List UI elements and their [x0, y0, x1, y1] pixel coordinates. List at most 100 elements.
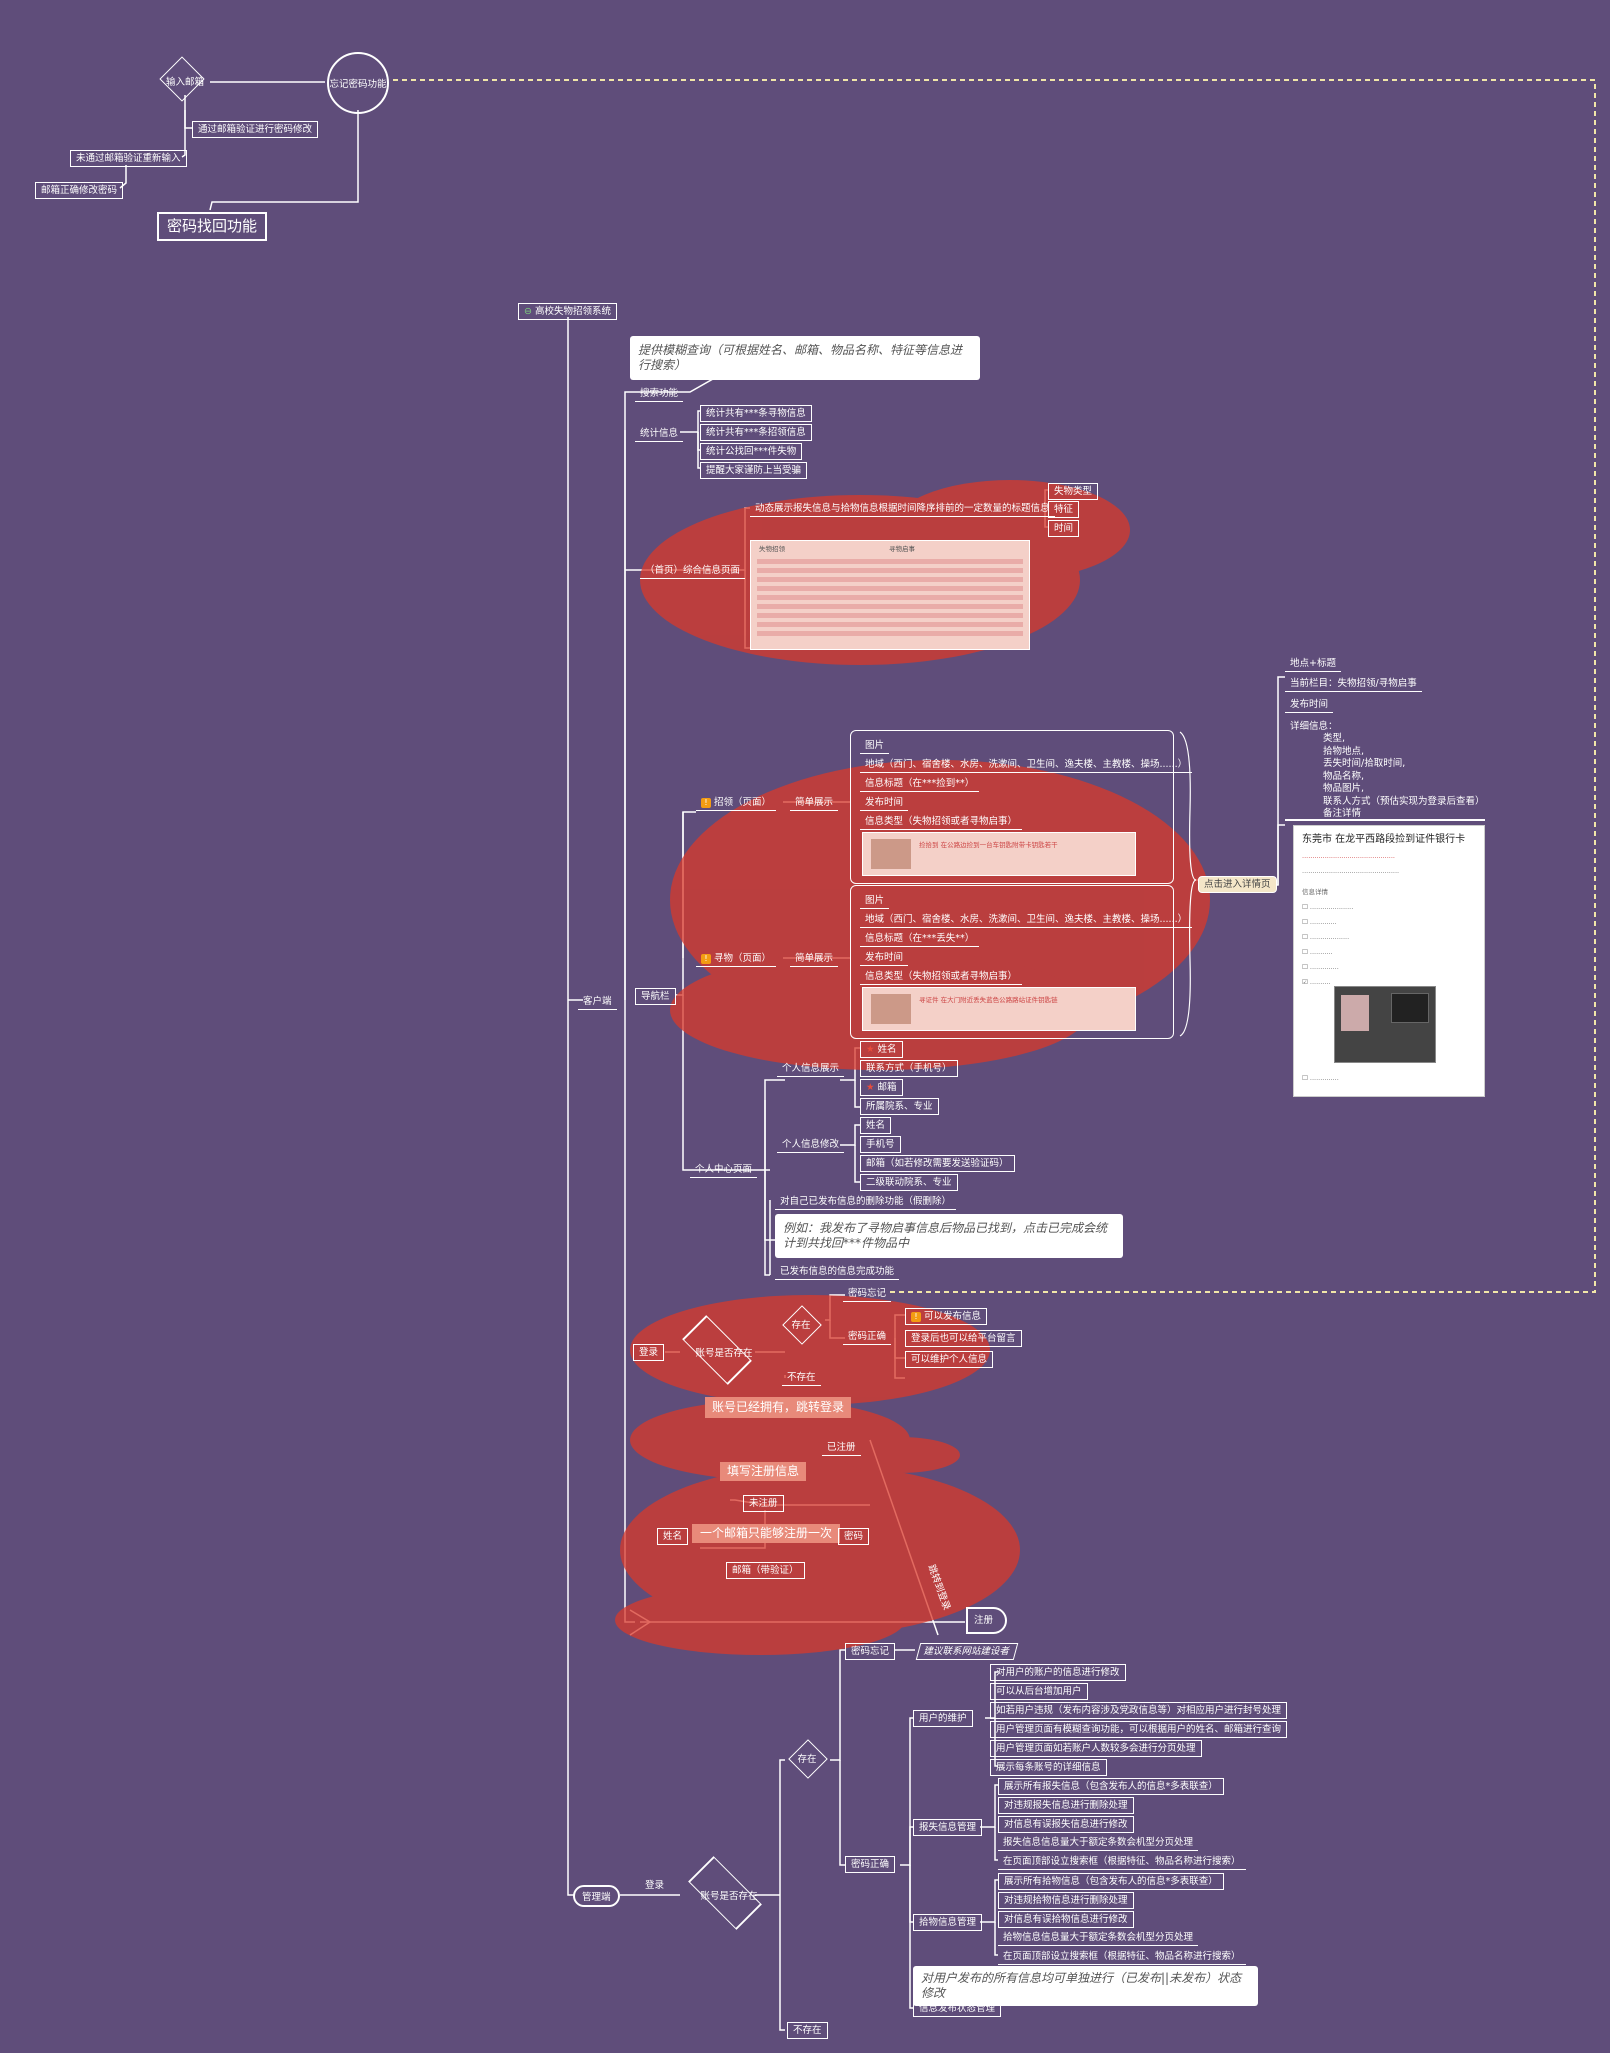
preview-col-right: 寻物启事: [889, 545, 915, 553]
xunwu-row-time: 发布时间: [860, 950, 909, 966]
detail-screenshot: 东莞市 在龙平西路段捡到证件银行卡 ......................…: [1293, 825, 1485, 1097]
reg-password: 密码: [838, 1528, 870, 1545]
show-email-label: 邮箱: [877, 1082, 897, 1093]
edit-name: 姓名: [860, 1117, 892, 1134]
stats-item-4: 提醒大家谨防上当受骗: [700, 462, 808, 479]
xunwu-row-type: 信息类型（失物招领或者寻物启事）: [860, 969, 1023, 985]
admin-exists-label: 存在: [797, 1754, 817, 1765]
show-name-label: 姓名: [877, 1044, 897, 1055]
zhaoling-thumb: 捡拾到 在公路边捡到一台车钥匙附带卡钥匙若干: [862, 832, 1136, 876]
xunwu-page: !寻物（页面）: [696, 951, 777, 967]
tag-item-type: 失物类型: [1048, 483, 1099, 500]
personal-center: 个人中心页面: [690, 1162, 758, 1178]
zhaoling-group: [850, 730, 1174, 884]
admin-suggest: 建议联系网站建设者: [915, 1643, 1018, 1660]
show-contact: 联系方式（手机号）: [860, 1060, 958, 1077]
zhaoling-thumb-title: 捡拾到 在公路边捡到一台车钥匙附带卡钥匙若干: [919, 841, 1058, 849]
already-have-account: 账号已经拥有，跳转登录: [705, 1397, 852, 1418]
exists-label: 存在: [791, 1320, 811, 1331]
found-mgmt-node: 拾物信息管理: [913, 1914, 983, 1931]
zhaoling-row-image: 图片: [860, 738, 890, 754]
detail-field-title: 地点+标题: [1285, 656, 1341, 672]
lost-item-1: 展示所有报失信息（包含发布人的信息*多表联查）: [998, 1778, 1224, 1795]
admin-account-label: 账号是否存在: [700, 1891, 758, 1902]
verify-modify-node: 通过邮箱验证进行密码修改: [192, 121, 319, 138]
homepage-node: （首页）综合信息页面: [640, 563, 746, 579]
root-node: ⊖高校失物招领系统: [518, 303, 617, 320]
reg-email-verify: 邮箱（带验证）: [726, 1562, 805, 1579]
status-mgmt-node: 信息发布状态管理: [913, 2000, 1002, 2017]
search-callout: 提供模糊查询（可根据姓名、邮箱、物品名称、特征等信息进行搜索）: [630, 336, 980, 380]
not-exists-node: 不存在: [782, 1370, 821, 1386]
star-icon: ★: [866, 1082, 875, 1093]
xunwu-row-title: 信息标题（在***丢失**）: [860, 931, 980, 947]
unregistered-node: 未注册: [743, 1495, 784, 1512]
user-maint-node: 用户的维护: [913, 1710, 973, 1727]
stats-item-3: 统计公找回***件失物: [700, 443, 803, 460]
reg-name: 姓名: [657, 1528, 689, 1545]
admin-pw-ok: 密码正确: [845, 1856, 896, 1873]
pw-ok-node: 密码正确: [843, 1329, 892, 1345]
forgot-pw-node: 密码忘记: [843, 1286, 892, 1302]
complete-callout: 例如：我发布了寻物启事信息后物品已找到，点击已完成会统计到共找回***件物品中: [775, 1214, 1123, 1258]
stats-info: 统计信息: [635, 426, 684, 442]
thumb-image: [871, 994, 911, 1024]
detail-info-label: 详细信息：: [1290, 721, 1338, 732]
edit-email: 邮箱（如若修改需要发送验证码）: [860, 1155, 1015, 1172]
edit-phone: 手机号: [860, 1136, 901, 1153]
email-ok-node: 邮箱正确修改密码: [35, 182, 124, 199]
detail-photo: [1334, 986, 1436, 1063]
admin-login: 登录: [645, 1880, 665, 1891]
preview-col-left: 失物招领: [759, 545, 785, 553]
show-name: ★姓名: [860, 1041, 903, 1058]
zhaoling-simple: 简单展示: [790, 795, 839, 811]
xunwu-page-label: 寻物（页面）: [714, 953, 772, 964]
flag-icon: !: [701, 798, 711, 808]
found-item-1: 展示所有拾物信息（包含发布人的信息*多表联查）: [998, 1873, 1224, 1890]
xunwu-thumb-title: 寻证件 在大门附近丢失蓝色公路路站证件钥匙链: [919, 996, 1058, 1004]
can-maintain: 可以维护个人信息: [905, 1351, 994, 1368]
show-email: ★邮箱: [860, 1079, 903, 1096]
can-comment: 登录后也可以给平台留言: [905, 1330, 1022, 1347]
found-item-4: 拾物信息信息量大于额定条数会机型分页处理: [998, 1930, 1199, 1946]
xunwu-thumb: 寻证件 在大门附近丢失蓝色公路路站证件钥匙链: [862, 987, 1136, 1031]
zhaoling-row-title: 信息标题（在***捡到**）: [860, 776, 980, 792]
found-item-2: 对违规拾物信息进行删除处理: [998, 1892, 1134, 1909]
lost-item-4: 报失信息信息量大于额定条数会机型分页处理: [998, 1835, 1199, 1851]
admin-forgot: 密码忘记: [845, 1643, 896, 1660]
login-node: 登录: [633, 1344, 665, 1361]
lost-item-3: 对信息有误报失信息进行修改: [998, 1816, 1134, 1833]
homepage-desc: 动态展示报失信息与拾物信息根据时间降序排前的一定数量的标题信息: [750, 501, 1055, 517]
personal-show: 个人信息展示: [777, 1061, 845, 1077]
collapse-icon: ⊖: [524, 306, 532, 317]
user-item-2: 可以从后台增加用户: [990, 1683, 1088, 1700]
zhaoling-row-region: 地域（西门、宿舍楼、水房、洗漱间、卫生间、逸夫楼、主教楼、操场......）: [860, 757, 1193, 773]
lost-mgmt-node: 报失信息管理: [913, 1819, 983, 1836]
show-dept: 所属院系、专业: [860, 1098, 939, 1115]
zhaoling-page-label: 招领（页面）: [714, 797, 772, 808]
stats-item-1: 统计共有***条寻物信息: [700, 405, 812, 422]
lost-item-5: 在页面顶部设立搜索框（根据特征、物品名称进行搜索）: [998, 1854, 1246, 1870]
user-item-4: 用户管理页面有模糊查询功能，可以根据用户的姓名、邮箱进行查询: [990, 1721, 1288, 1738]
user-item-6: 展示每条账号的详细信息: [990, 1759, 1107, 1776]
detail-card-sub: 信息详情: [1302, 888, 1328, 896]
password-recovery-title: 密码找回功能: [157, 212, 268, 241]
search-function: 搜索功能: [635, 386, 684, 402]
account-exists-label: 账号是否存在: [695, 1348, 753, 1359]
zhaoling-page: !招领（页面）: [696, 795, 777, 811]
detail-divider: [1285, 819, 1485, 821]
fill-register-info: 填写注册信息: [720, 1462, 807, 1481]
xunwu-simple: 简单展示: [790, 951, 839, 967]
register-node: 注册: [966, 1607, 1008, 1634]
delete-function: 对自己已发布信息的删除功能（假删除）: [775, 1194, 957, 1210]
forgot-password-circle: 忘记密码功能: [327, 52, 389, 114]
zhaoling-row-type: 信息类型（失物招领或者寻物启事）: [860, 814, 1023, 830]
admin-node: 管理端: [573, 1885, 620, 1907]
registered-node: 已注册: [822, 1440, 861, 1456]
forgot-password-label: 忘记密码功能: [329, 79, 387, 90]
enter-detail-page: 点击进入详情页: [1198, 876, 1277, 893]
found-item-3: 对信息有误拾物信息进行修改: [998, 1911, 1134, 1928]
found-item-5: 在页面顶部设立搜索框（根据特征、物品名称进行搜索）: [998, 1949, 1246, 1965]
